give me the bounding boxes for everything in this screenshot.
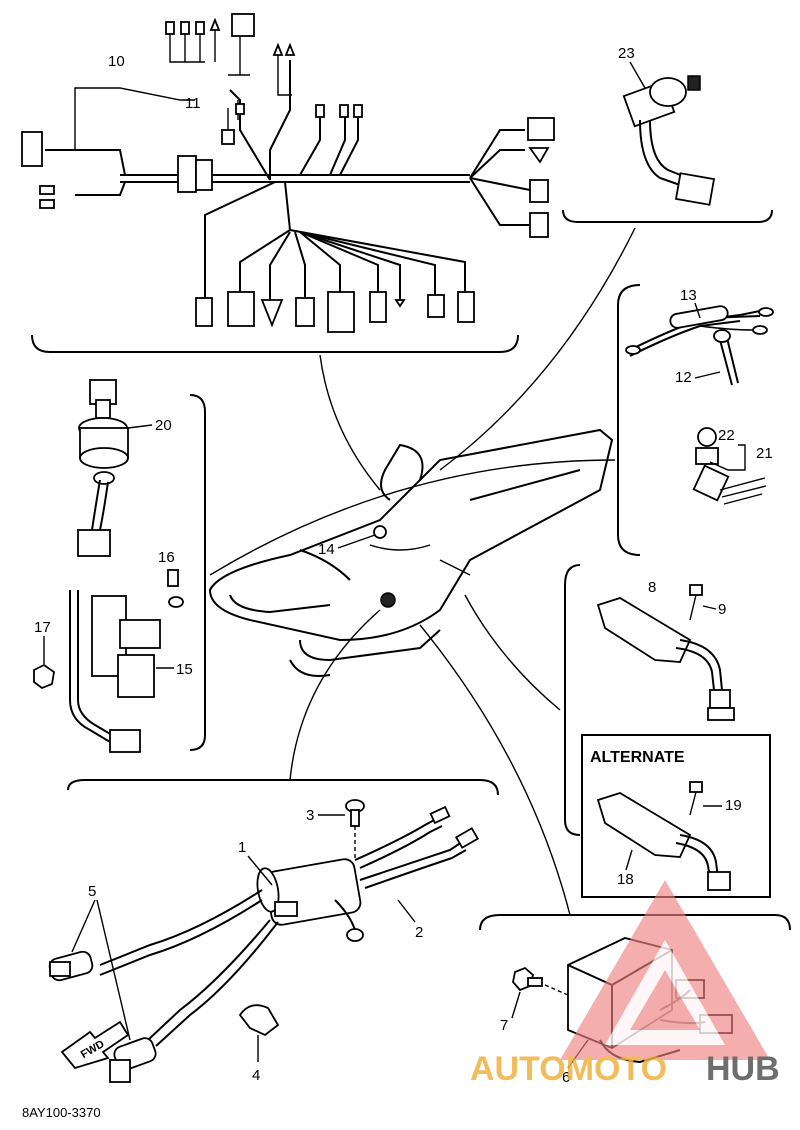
part-12-13-21-22-group: 13 12 22 21 <box>617 284 774 556</box>
automotohub-watermark: AUTOMOTO HUB <box>470 880 780 1088</box>
callout-16: 16 <box>158 549 175 566</box>
alternate-label: ALTERNATE <box>590 749 685 766</box>
callout-23: 23 <box>618 45 635 62</box>
callout-13: 13 <box>680 287 697 304</box>
callout-18: 18 <box>617 871 634 888</box>
callout-11: 11 <box>185 95 201 112</box>
callout-12: 12 <box>675 369 692 386</box>
part-23-switch: 23 <box>562 45 773 223</box>
callout-7: 7 <box>500 1017 508 1034</box>
callout-15: 15 <box>176 661 193 678</box>
watermark-hub: HUB <box>706 1050 780 1088</box>
callout-9: 9 <box>718 601 726 618</box>
callout-8: 8 <box>648 579 656 596</box>
part-15-16-17-20-group: 20 16 17 15 <box>33 379 206 753</box>
callout-10: 10 <box>108 53 125 70</box>
callout-21: 21 <box>756 445 773 462</box>
watermark-automoto: AUTOMOTO <box>470 1050 667 1088</box>
callout-5: 5 <box>88 883 96 900</box>
wire-harness-group: 10 11 <box>21 13 555 353</box>
callout-1: 1 <box>238 839 246 856</box>
callout-17: 17 <box>34 619 51 636</box>
callout-14: 14 <box>318 541 335 558</box>
harness-bracket <box>31 334 519 353</box>
callout-6: 6 <box>562 1069 570 1086</box>
snowmobile-body: 14 <box>208 227 636 916</box>
callout-20: 20 <box>155 417 172 434</box>
part-8-9-regulator: 8 9 <box>564 564 735 836</box>
callout-2: 2 <box>415 924 423 941</box>
callout-19: 19 <box>725 797 742 814</box>
callout-22: 22 <box>718 427 735 444</box>
part-1-5-ignition-group: 3 4 1 2 5 FWD <box>48 779 499 1084</box>
drawing-code: 8AY100-3370 <box>22 1105 101 1120</box>
harness-connector-left <box>21 131 43 167</box>
harness-connector-right <box>527 117 555 141</box>
fwd-arrow-icon <box>60 1020 130 1070</box>
alternate-box: ALTERNATE 19 18 <box>581 734 771 898</box>
callout-3: 3 <box>306 807 314 824</box>
callout-4: 4 <box>252 1067 260 1084</box>
